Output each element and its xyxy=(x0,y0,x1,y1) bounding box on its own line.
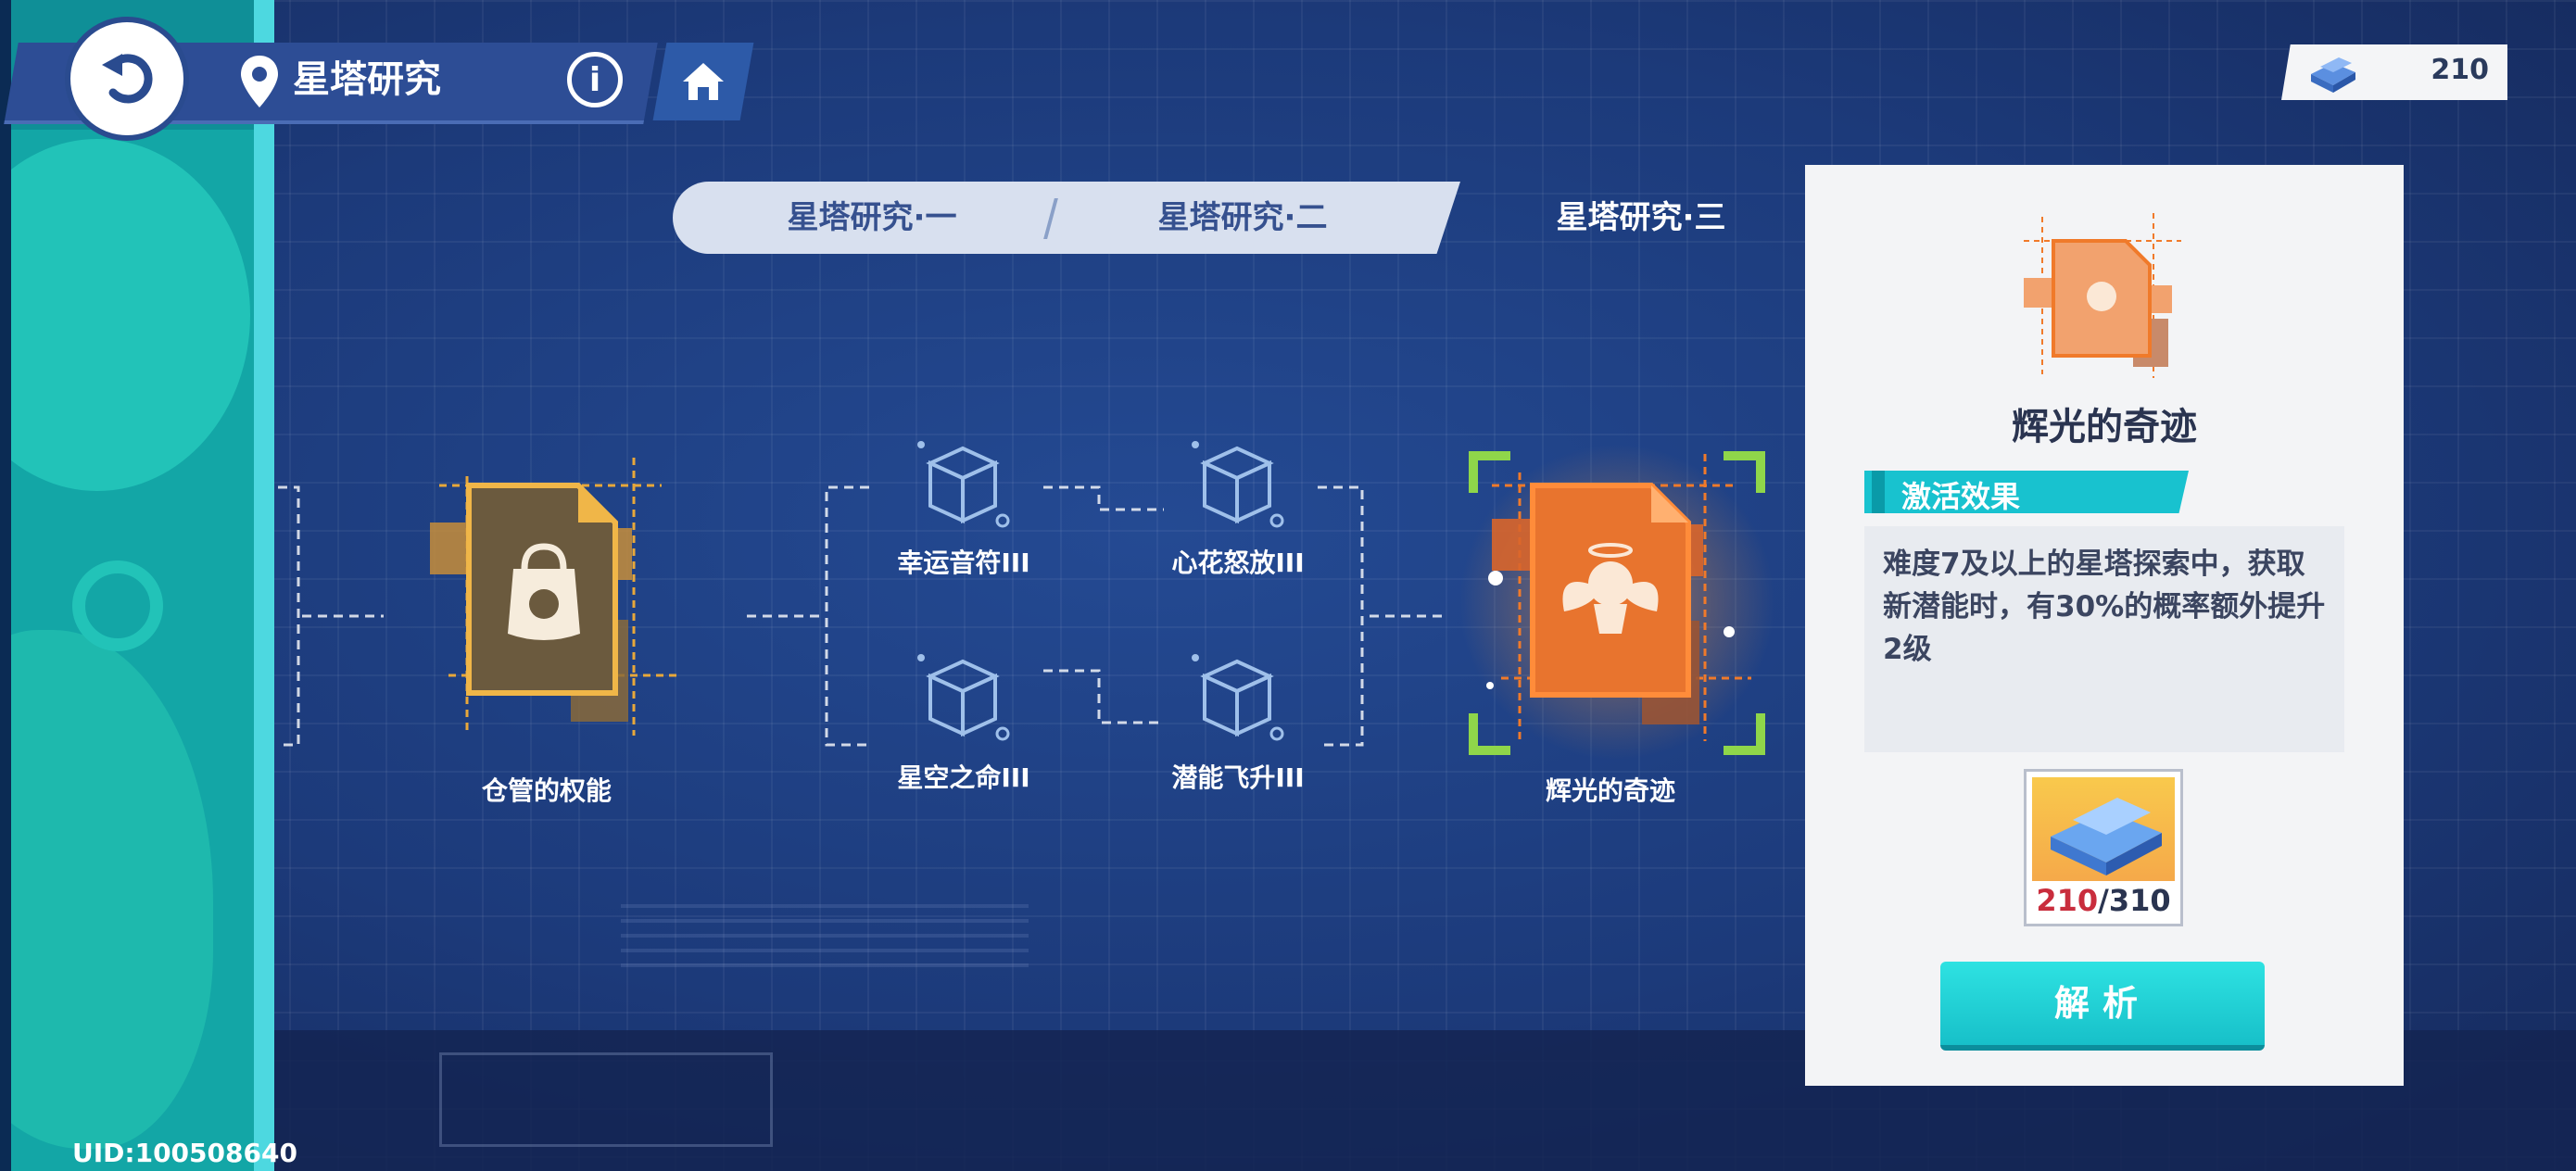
cost-need: /310 xyxy=(2098,883,2171,918)
back-arrow-icon xyxy=(102,54,153,104)
back-button[interactable] xyxy=(65,17,189,141)
effect-description: 难度7及以上的星塔探索中，获取新潜能时，有30%的概率额外提升2级 xyxy=(1864,526,2344,752)
currency-value: 210 xyxy=(2431,54,2489,86)
cost-count: 210/310 xyxy=(2027,883,2180,918)
effect-tag-label: 激活效果 xyxy=(1901,479,2021,514)
glow-miracle-badge-icon xyxy=(2024,213,2181,378)
node-warehouse-power[interactable] xyxy=(421,439,689,754)
cost-have: 210 xyxy=(2036,883,2099,918)
analyze-button[interactable]: 解析 xyxy=(1940,962,2265,1051)
left-edge-accent xyxy=(254,0,274,1171)
left-edge-shadow xyxy=(0,0,11,1171)
cost-item-card[interactable]: 210/310 xyxy=(2024,769,2183,926)
user-id: UID:100508640 xyxy=(72,1138,297,1168)
cube-lucky-note[interactable] xyxy=(912,435,1014,537)
tab-research-2[interactable]: 星塔研究·二 xyxy=(1157,199,1328,236)
tab-research-3[interactable]: 星塔研究·三 xyxy=(1556,199,1726,236)
page-title: 星塔研究 xyxy=(293,58,441,101)
left-character-strip xyxy=(0,0,274,1171)
cube-potential-ascend[interactable] xyxy=(1186,648,1288,750)
detail-panel: 辉光的奇迹 激活效果 难度7及以上的星塔探索中，获取新潜能时，有30%的概率额外… xyxy=(1805,165,2404,1086)
node-label-warehouse-power: 仓管的权能 xyxy=(481,775,612,806)
node-label-starry-fate: 星空之命III xyxy=(897,762,1030,793)
effect-tag: 激活效果 xyxy=(1864,471,2189,513)
node-label-heart-bloom: 心花怒放III xyxy=(1171,548,1305,578)
home-icon xyxy=(683,63,724,100)
tab-research-1[interactable]: 星塔研究·一 xyxy=(787,199,957,236)
currency-display: 210 xyxy=(2281,44,2507,100)
cube-starry-fate[interactable] xyxy=(912,648,1014,750)
node-label-potential-ascend: 潜能飞升III xyxy=(1171,762,1305,793)
tree-connectors xyxy=(278,485,1446,747)
info-button[interactable]: i xyxy=(567,52,623,107)
cube-heart-bloom[interactable] xyxy=(1186,435,1288,537)
shopping-bag-icon xyxy=(508,543,580,640)
home-button[interactable] xyxy=(652,43,754,120)
node-label-glow-miracle: 辉光的奇迹 xyxy=(1545,775,1675,806)
winged-emblem-icon xyxy=(1562,543,1659,634)
pin-icon xyxy=(241,56,278,107)
detail-title: 辉光的奇迹 xyxy=(2012,406,2197,448)
research-tabs: 星塔研究·一 星塔研究·二 星塔研究·三 xyxy=(673,182,1822,254)
node-glow-miracle[interactable] xyxy=(1455,435,1779,769)
decorative-lines xyxy=(621,893,1029,976)
decorative-emblem xyxy=(439,1052,773,1147)
crystal-ingot-icon xyxy=(2311,57,2355,93)
node-label-lucky-note: 幸运音符III xyxy=(897,548,1030,578)
crystal-ingot-icon xyxy=(2032,777,2175,881)
